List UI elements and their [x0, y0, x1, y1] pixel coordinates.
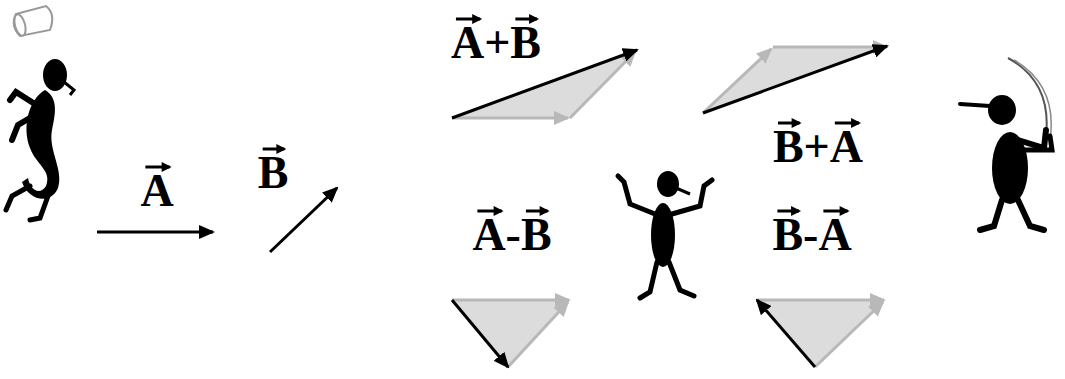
vector-arrow: [97, 231, 213, 234]
leg: [980, 200, 1002, 230]
vector-label: B: [258, 150, 289, 196]
shaded-triangle: [452, 300, 570, 367]
arm: [12, 112, 40, 140]
vector-arrow: [270, 188, 337, 252]
gray-vector: [815, 302, 883, 367]
vector-label: A-B: [472, 212, 551, 258]
arm: [1024, 136, 1052, 150]
head: [657, 171, 679, 197]
gray-vector: [703, 49, 771, 113]
arm: [672, 180, 712, 214]
difference-vector: [452, 300, 508, 367]
gray-vector: [452, 117, 568, 120]
arm: [1018, 130, 1046, 148]
arm: [618, 176, 655, 214]
gray-vector: [773, 46, 887, 49]
shaded-triangle: [757, 300, 885, 367]
vector-label: A: [140, 168, 173, 214]
left-figure: [6, 6, 74, 220]
leg: [30, 196, 48, 220]
vector-label: B-A: [772, 212, 851, 258]
beak: [676, 188, 690, 194]
vector-label: B+A: [773, 124, 863, 170]
leg: [640, 262, 657, 298]
shaded-triangle: [703, 47, 888, 113]
scroll-end: [12, 13, 27, 37]
head: [43, 59, 67, 91]
gray-vector: [508, 302, 568, 367]
vector-accents: [145, 14, 861, 216]
leg: [1018, 200, 1044, 230]
leg: [669, 262, 694, 296]
sum-vector: [703, 46, 887, 113]
beak: [64, 82, 74, 95]
arm: [10, 92, 38, 106]
vector-label: A+B: [451, 20, 541, 66]
gray-vector: [757, 299, 884, 302]
middle-figure: [618, 171, 712, 298]
right-figure: [960, 58, 1052, 230]
gray-vector: [452, 299, 569, 302]
head: [988, 95, 1016, 125]
leg: [6, 186, 30, 210]
difference-vector: [757, 300, 815, 367]
beak: [960, 104, 990, 106]
